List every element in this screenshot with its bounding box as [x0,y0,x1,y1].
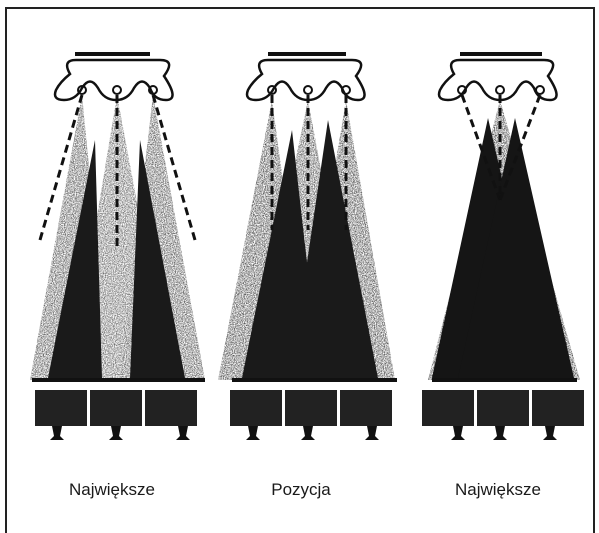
panel-3-ground [432,378,577,382]
caption-panel-2: Pozycja [211,480,391,500]
panel-1-nozzle-center [113,86,121,94]
panel-2 [218,52,397,440]
panel-3-nozzle-right [536,86,544,94]
panel-1 [30,52,205,440]
caption-panel-3: Największe [408,480,588,500]
panel-1-bar [75,52,150,56]
panel-2-nozzle-center [304,86,312,94]
panel-1-ground [32,378,205,382]
panel-1-targets [35,390,197,440]
panel-2-targets [230,390,392,440]
panel-3 [422,52,584,440]
panel-3-targets [422,390,584,440]
caption-panel-1: Największe [22,480,202,500]
panel-2-bar [268,52,346,56]
panel-3-bar [460,52,542,56]
panel-3-nozzle-center [496,86,504,94]
panel-2-ground [232,378,397,382]
